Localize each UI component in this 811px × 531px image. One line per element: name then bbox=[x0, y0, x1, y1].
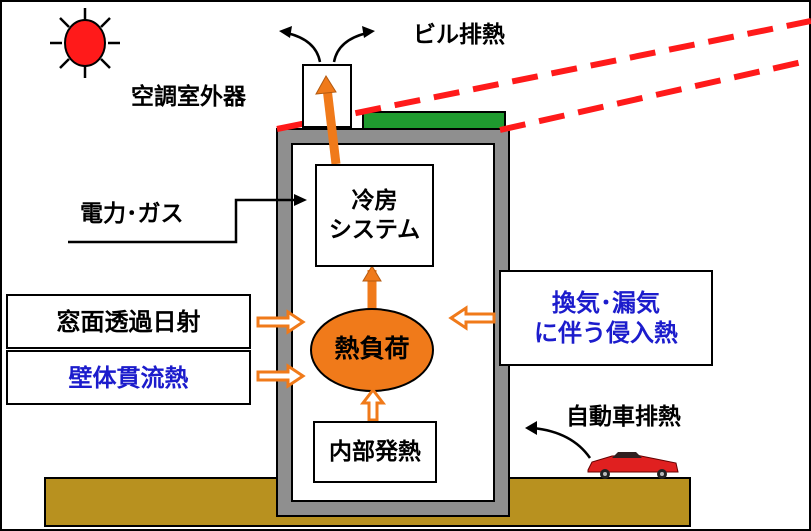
ventilation-box: 換気･漏気 に伴う侵入熱 bbox=[499, 270, 713, 366]
ventilation-line2: に伴う侵入熱 bbox=[534, 319, 678, 347]
arrow-load-to-cooling-head bbox=[362, 265, 382, 282]
arrow-window-solar bbox=[256, 309, 306, 335]
exhaust-arrow-head-right bbox=[362, 26, 375, 38]
sun-icon bbox=[50, 8, 120, 78]
arrow-internal-heat bbox=[359, 387, 387, 422]
arrow-cooling-to-unit-head bbox=[315, 75, 337, 95]
red-dash-line-upper bbox=[276, 18, 811, 132]
ventilation-line1: 換気･漏気 bbox=[552, 289, 660, 317]
power-gas-label: 電力･ガス bbox=[80, 201, 184, 227]
arrow-wall-heat bbox=[256, 363, 306, 389]
heat-load-label: 熱負荷 bbox=[334, 334, 410, 363]
building-exhaust-label: ビル排熱 bbox=[413, 22, 505, 48]
power-gas-line bbox=[68, 198, 300, 244]
car-icon bbox=[587, 452, 679, 479]
window-solar-box: 窓面透過日射 bbox=[6, 294, 251, 349]
window-solar-label: 窓面透過日射 bbox=[56, 307, 201, 336]
outdoor-unit-label: 空調室外器 bbox=[131, 84, 246, 110]
car-exhaust-label: 自動車排熱 bbox=[566, 404, 681, 430]
arrow-ventilation bbox=[448, 305, 496, 331]
power-gas-arrow-head bbox=[294, 194, 307, 206]
cooling-system-box: 冷房 システム bbox=[315, 164, 434, 267]
car-exhaust-arrow-head bbox=[525, 421, 537, 435]
red-dash-line-lower bbox=[499, 57, 811, 133]
internal-heat-box: 内部発熱 bbox=[313, 421, 437, 483]
arrow-cooling-to-unit bbox=[322, 87, 341, 165]
cooling-system-line1: 冷房 bbox=[351, 187, 398, 214]
car-exhaust-arrow bbox=[532, 426, 592, 459]
roof-green-panel bbox=[362, 111, 506, 130]
internal-heat-label: 内部発熱 bbox=[329, 438, 421, 465]
exhaust-arrows bbox=[286, 31, 368, 63]
exhaust-arrow-head-left bbox=[279, 26, 292, 38]
wall-heat-label: 壁体貫流熱 bbox=[68, 363, 189, 392]
wall-heat-box: 壁体貫流熱 bbox=[6, 350, 251, 405]
cooling-system-line2: システム bbox=[328, 216, 421, 243]
